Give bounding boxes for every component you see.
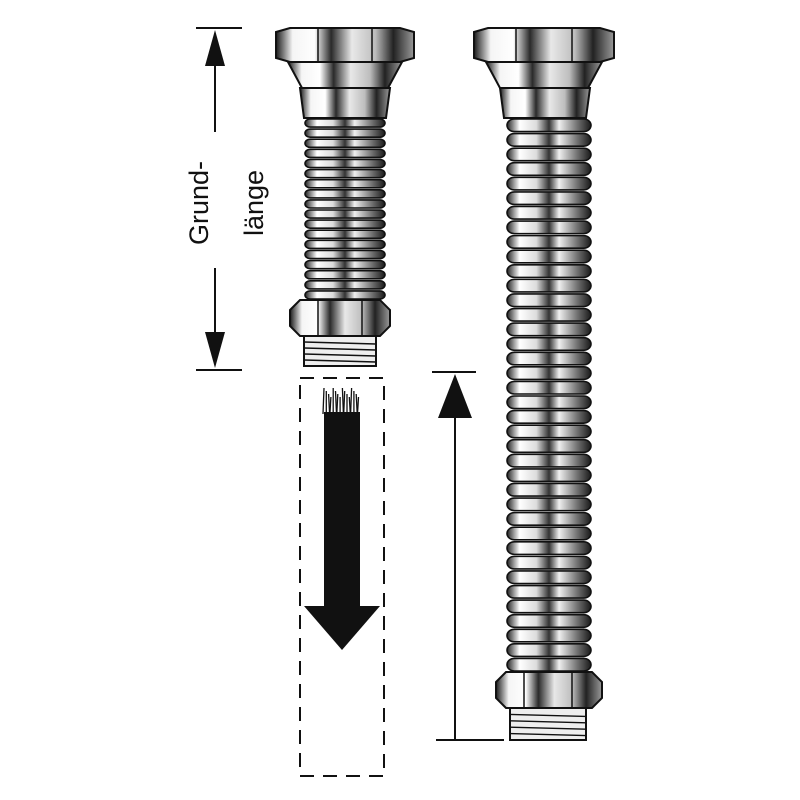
corrugation-rib xyxy=(304,229,386,240)
thread-line xyxy=(303,359,377,363)
short-hose-corrugation xyxy=(304,118,386,300)
base-length-dimension: Grund- länge xyxy=(184,27,269,371)
thread-line xyxy=(509,726,587,730)
pull-arrow-shaft xyxy=(324,412,360,612)
dimension-label-line1: Grund- xyxy=(184,161,214,245)
short-hose xyxy=(275,27,415,367)
extension-indicator xyxy=(299,377,385,777)
corrugation-rib xyxy=(506,540,592,556)
fringe-stroke xyxy=(341,387,345,415)
arrow-up-icon xyxy=(438,374,472,418)
corrugation-rib xyxy=(506,570,592,585)
corrugation-rib xyxy=(506,424,592,439)
corrugation-rib xyxy=(506,453,592,468)
corrugation-rib xyxy=(506,132,592,147)
dimension-label-line2: länge xyxy=(239,170,269,236)
corrugation-rib xyxy=(506,278,592,293)
long-hose xyxy=(473,27,615,741)
corrugation-rib xyxy=(506,118,592,133)
corrugation-rib xyxy=(506,395,592,410)
corrugation-rib xyxy=(506,599,592,614)
thread-line xyxy=(303,353,377,357)
corrugation-rib xyxy=(506,147,592,162)
corrugation-rib xyxy=(506,336,592,352)
corrugation-rib xyxy=(304,138,386,149)
corrugation-rib xyxy=(506,526,592,541)
long-hose-top-nut xyxy=(473,27,615,119)
corrugation-rib xyxy=(304,199,386,209)
long-hose-bottom-nut xyxy=(495,671,603,741)
short-hose-top-nut xyxy=(275,27,415,119)
thread-line xyxy=(509,732,587,737)
thread-line xyxy=(509,713,587,718)
fringe-stroke xyxy=(329,396,332,415)
corrugation-rib xyxy=(506,351,592,366)
corrugation-rib xyxy=(506,497,592,512)
corrugation-rib xyxy=(506,380,592,395)
corrugation-rib xyxy=(506,220,592,235)
fringe-stroke xyxy=(334,390,338,415)
pull-arrow-fringe xyxy=(322,387,360,415)
corrugation-rib xyxy=(506,613,592,629)
thread-line xyxy=(509,720,587,724)
corrugation-rib xyxy=(506,628,592,643)
corrugation-rib xyxy=(506,307,592,322)
corrugation-rib xyxy=(304,209,386,219)
corrugation-rib xyxy=(304,219,386,230)
corrugation-rib xyxy=(304,158,386,169)
thread-line xyxy=(303,347,377,351)
corrugation-rib xyxy=(506,643,592,658)
corrugation-rib xyxy=(304,128,386,139)
fringe-stroke xyxy=(336,393,339,415)
corrugation-rib xyxy=(506,234,592,250)
corrugation-rib xyxy=(506,322,592,337)
corrugation-rib xyxy=(506,161,592,177)
arrow-down-icon xyxy=(304,606,380,650)
corrugation-rib xyxy=(304,279,386,290)
extended-length-dimension xyxy=(432,371,504,741)
corrugation-rib xyxy=(506,263,592,279)
fringe-stroke xyxy=(322,387,325,415)
fringe-stroke xyxy=(327,393,331,415)
corrugation-rib xyxy=(304,249,386,260)
corrugation-rib xyxy=(304,178,386,189)
corrugation-rib xyxy=(304,188,386,199)
corrugation-rib xyxy=(506,366,592,381)
arrow-up-icon xyxy=(205,30,225,66)
corrugation-rib xyxy=(506,191,592,206)
fringe-stroke xyxy=(355,393,358,415)
short-hose-bottom-nut xyxy=(289,299,391,367)
corrugation-rib xyxy=(506,438,592,454)
fringe-stroke xyxy=(356,396,360,415)
corrugation-rib xyxy=(304,118,386,128)
corrugation-rib xyxy=(506,176,592,191)
corrugation-rib xyxy=(304,269,386,280)
corrugation-rib xyxy=(506,511,592,527)
long-hose-corrugation xyxy=(506,118,592,672)
corrugation-rib xyxy=(506,293,592,308)
arrow-down-icon xyxy=(205,332,225,368)
corrugation-rib xyxy=(506,555,592,570)
corrugation-rib xyxy=(506,468,592,483)
fringe-stroke xyxy=(343,390,346,415)
corrugation-rib xyxy=(506,409,592,424)
corrugation-rib xyxy=(304,168,386,179)
corrugation-rib xyxy=(304,259,386,270)
thread-line xyxy=(303,341,377,345)
corrugation-rib xyxy=(506,657,592,672)
corrugation-rib xyxy=(506,205,592,220)
corrugation-rib xyxy=(506,584,592,599)
fringe-stroke xyxy=(349,387,353,415)
corrugation-rib xyxy=(304,148,386,159)
corrugation-rib xyxy=(304,239,386,250)
extension-dashed-outline xyxy=(299,377,385,777)
corrugation-rib xyxy=(304,290,386,300)
corrugation-rib xyxy=(506,482,592,497)
corrugation-rib xyxy=(506,249,592,264)
